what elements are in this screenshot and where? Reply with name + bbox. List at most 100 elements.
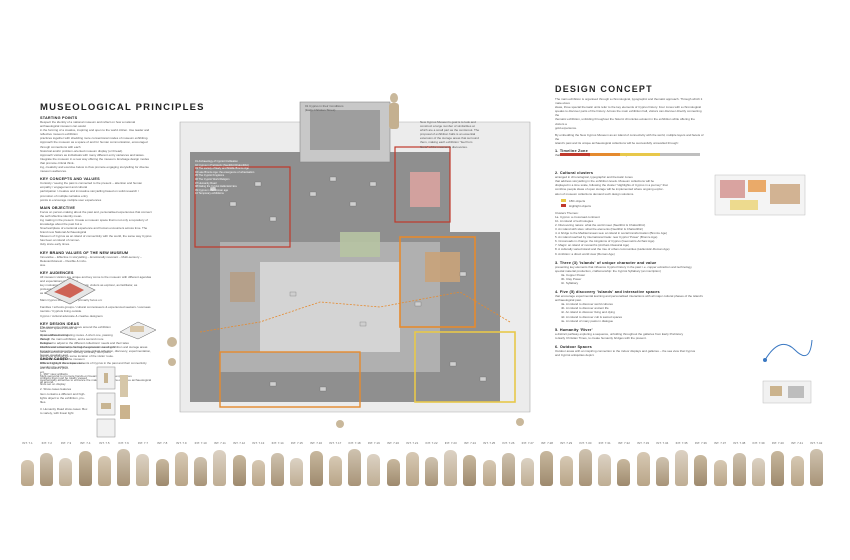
text-line: 4e. An island of many pasts in dialogue [561,318,614,323]
artifact-image [559,456,573,486]
text-line: All museum visitors are unique and key c… [40,274,152,283]
artifact-label: INT. 7.37 [714,441,727,445]
artifact-image [194,457,208,486]
section-heading: MAIN OBJECTIVE [40,205,76,210]
artifact-label: INT. 7.14 [271,441,284,445]
artifact-label: INT. 7.23 [444,441,457,445]
text-line: in the forming of a creative, inspiring … [40,128,150,137]
text-line: Varied [40,336,49,341]
artifact-thumb: INT. 7.9 [172,441,191,486]
artifact-label: INT. 7.16 [310,441,323,445]
artifact-thumb: INT. 7.22 [422,441,441,486]
text-line: 7. Magic: an island of monarchs (Archaic… [555,243,630,248]
text-line: Engaging and interactive that promote cr… [40,349,152,358]
text-line: Artifacts that must be totally viewed [40,376,88,381]
text-line: Designed to adjust to the different coll… [40,340,129,345]
text-line: parallel exhibition areas. Moving vertic… [40,349,111,354]
point-heading: 5. Humanity 'River' [555,327,593,332]
text-line: points to encourage multiple user experi… [40,197,102,202]
artifact-label: INT. 7.7 [137,441,149,445]
artifact-thumb: INT. 7.38 [730,441,749,486]
text-line: Different type of show cases sur- [40,361,84,365]
artifact-thumb: INT. 7.30 [576,441,595,486]
artifact-label: INT. 7.21 [406,441,419,445]
artifact-thumb: INT. 7.4 [76,441,95,486]
point-heading: 6. Outdoor Spaces [555,344,592,349]
artifact-thumb: INT. 7.40 [768,441,787,486]
artifact-thumb: INT. 7.21 [403,441,422,486]
artifact-image [771,451,785,486]
text-line: 1b. An island of technologies [555,218,594,223]
section-heading: KEY DESIGN IDEAS [40,321,80,326]
artifact-image [463,455,477,486]
artifact-image [790,456,804,486]
text-line: Outdoor areas with an inspiring connecti… [555,348,696,353]
artifact-thumb: INT. 7.24 [460,441,479,486]
text-line: hive/nest/place of emotional experience … [40,226,148,235]
text-line: a distinct pathway exploring a sequence,… [555,331,684,336]
artifact-label: INT. 7.9 [176,441,187,445]
artifact-thumb: INT. 7.35 [672,441,691,486]
artifact-image [78,451,92,486]
legend-label: Highlight objects [569,203,592,208]
artifact-thumb: INT. 7.28 [537,441,556,486]
clusters-label: Clusters Themes: [555,210,579,215]
text-line: construct a large number of similarities… [420,124,475,129]
text-line: (Early Christian Times) [305,108,336,113]
text-line: 4c. An island to discover living and dyi… [561,310,615,315]
artifact-image [598,454,612,486]
artifact-thumb: INT. 7.41 [788,441,807,486]
artifact-image [425,457,438,486]
text-line: Able to highlight the unique elements of… [40,361,147,370]
section-heading: STARTING POINTS [40,116,78,120]
artifact-image [655,457,669,486]
artifact-label: INT. 7.26 [502,441,515,445]
artifact-image [367,454,381,486]
artifact-thumb: INT. 7.16 [307,441,326,486]
text-line: By embedding the New Cyprus Museum as an… [555,132,704,141]
legend-item: Highlight objects [561,204,705,208]
text-line: 4a. An island to discover world cultures [561,302,613,307]
text-line: presenting key elements that influence C… [555,264,693,269]
artifact-label: INT. 7.11 [213,441,226,445]
artifact-image [59,458,73,486]
artifact-image [521,458,535,486]
text-line: Flexible and sustainable for better ergo… [40,345,148,350]
artifact-image [232,455,246,486]
artifact-label: INT. 7.20 [387,441,400,445]
artifact-label: INT. 7.42 [810,441,823,445]
humanity-river-diagram [763,339,813,362]
artifact-label: INT. 7.10 [194,441,207,445]
artifact-image [155,459,169,486]
artifact-image [271,453,285,486]
artifact-label: INT. 7.2 [41,441,52,445]
artifact-image [174,452,188,486]
text-line: Integrate the museum in a new way offeri… [40,156,150,165]
artifact-image [482,460,496,486]
artifact-thumb: INT. 7.20 [384,441,403,486]
text-line: 3a. Copper Power [561,272,586,277]
artifact-thumb: INT. 7.12 [230,441,249,486]
text-line: island's past and its unique archaeologi… [555,140,679,145]
text-line: participation / creative and innovative … [40,189,139,198]
artifact-image [386,459,400,486]
legend-swatch [561,204,566,208]
room-label: 05 The Cypriot Kingdoms [195,174,225,178]
artifact-image [251,460,265,486]
section-heading: KEY CONCEPTS AND VALUES [40,177,100,182]
legend-item: 1BC objects [561,199,705,203]
artifact-image [752,458,766,486]
design-intro: The main exhibition is organised through… [555,97,705,145]
artifact-image [444,450,458,486]
text-line: lights object to the exhibition, pro- [40,395,85,400]
artifact-thumb: INT. 7.7 [133,441,152,486]
artifact-label: INT. 7.1 [22,441,33,445]
artifact-image [309,451,323,486]
statue-figure [389,93,399,129]
humanity-river-path [199,291,511,333]
text-line: speaks to discover parts of the history.… [555,109,702,118]
